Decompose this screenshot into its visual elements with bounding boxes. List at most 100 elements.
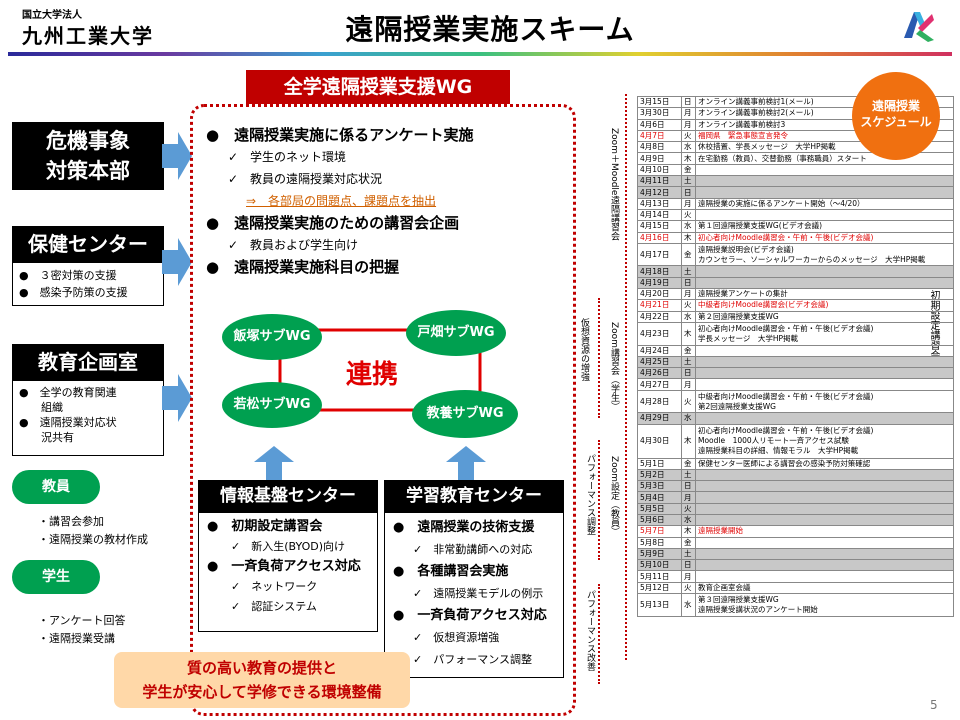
schedule-date: 5月11日 xyxy=(637,570,682,583)
arrow-up-icon xyxy=(254,446,294,480)
education-planning-box: 教育企画室 xyxy=(12,344,164,380)
schedule-weekday: 木 xyxy=(681,525,696,538)
schedule-weekday: 火 xyxy=(681,208,696,222)
schedule-date: 5月7日 xyxy=(637,525,682,538)
crisis-hq-box: 危機事象 対策本部 xyxy=(12,122,164,190)
schedule-weekday: 月 xyxy=(681,570,696,583)
info-item: ✓ ネットワーク xyxy=(231,580,318,593)
schedule-weekday: 火 xyxy=(681,129,696,143)
schedule-row: 5月2日土 xyxy=(637,468,954,482)
schedule-event xyxy=(695,547,954,561)
schedule-event: 第２回遠隔授業支援WG xyxy=(695,310,954,323)
schedule-row: 4月19日日 xyxy=(637,276,954,290)
schedule-weekday: 木 xyxy=(681,423,696,459)
schedule-weekday: 日 xyxy=(681,95,696,109)
schedule-date: 4月18日 xyxy=(637,265,682,278)
wg-activities: ● 遠隔授業実施に係るアンケート実施 ✓ 学生のネット環境 ✓ 教員の遠隔授業対… xyxy=(206,124,566,278)
schedule-date: 4月12日 xyxy=(637,186,682,199)
schedule-date: 5月6日 xyxy=(637,513,682,527)
sub-wg-kyoyo: 教養サブWG xyxy=(412,390,518,438)
schedule-row: 4月23日木初心者向けMoodle講習会・午前・午後(ビデオ会議) 学長メッセー… xyxy=(637,321,954,346)
info-item: ✓ 新入生(BYOD)向け xyxy=(231,540,345,553)
schedule-weekday: 金 xyxy=(681,344,696,357)
schedule-date: 5月4日 xyxy=(637,491,682,504)
schedule-weekday: 土 xyxy=(681,265,696,278)
schedule-row: 4月29日水 xyxy=(637,412,954,425)
schedule-weekday: 土 xyxy=(681,468,696,482)
schedule-weekday: 水 xyxy=(681,593,696,617)
schedule-event: 第３回遠隔授業支援WG 遠隔授業受講状況のアンケート開始 xyxy=(695,593,954,617)
label-performance-improvement: パフォーマンス改善 xyxy=(585,590,595,671)
schedule-date: 4月21日 xyxy=(637,299,682,312)
schedule-weekday: 水 xyxy=(681,412,696,425)
schedule-weekday: 火 xyxy=(681,389,696,414)
schedule-weekday: 土 xyxy=(681,547,696,561)
schedule-row: 5月5日火 xyxy=(637,502,954,515)
schedule-weekday: 日 xyxy=(681,186,696,199)
schedule-event xyxy=(695,276,954,290)
page-number: 5 xyxy=(930,698,938,712)
schedule-event xyxy=(695,468,954,482)
learning-center-items: ● 遠隔授業の技術支援 ✓ 非常勤講師への対応 ● 各種講習会実施 ✓ 遠隔授業… xyxy=(384,512,564,678)
schedule-weekday: 木 xyxy=(681,231,696,244)
wg-dashed-frame xyxy=(190,104,576,716)
schedule-weekday: 火 xyxy=(681,299,696,312)
schedule-date: 5月3日 xyxy=(637,480,682,493)
schedule-date: 4月25日 xyxy=(637,355,682,369)
schedule-date: 4月17日 xyxy=(637,242,682,267)
student-label: 学生 xyxy=(12,560,100,594)
student-items: ・アンケート回答 ・遠隔授業受講 xyxy=(38,612,126,648)
schedule-event: 初心者向けMoodle講習会・午前・午後(ビデオ会議) Moodle 1000人… xyxy=(695,423,954,459)
schedule-weekday: 木 xyxy=(681,152,696,165)
schedule-weekday: 火 xyxy=(681,502,696,515)
schedule-event xyxy=(695,355,954,369)
schedule-date: 4月26日 xyxy=(637,367,682,380)
schedule-weekday: 金 xyxy=(681,242,696,267)
schedule-date: 4月8日 xyxy=(637,141,682,154)
info-item: ● 初期設定講習会 xyxy=(207,519,323,534)
education-planning-items: ● 全学の教育関連 組織 ● 遠隔授業対応状 況共有 xyxy=(12,380,164,456)
schedule-event xyxy=(695,175,954,188)
arrow-right-icon xyxy=(162,238,192,286)
range-marker xyxy=(598,440,601,560)
schedule-date: 5月10日 xyxy=(637,559,682,572)
schedule-weekday: 日 xyxy=(681,559,696,572)
schedule-event: 教育企画室会議 xyxy=(695,581,954,595)
activity-survey-result: ⇒ 各部局の問題点、課題点を抽出 xyxy=(246,194,437,208)
edu-item: ● 全学の教育関連 組織 xyxy=(19,386,117,414)
schedule-event xyxy=(695,163,954,177)
schedule-date: 4月14日 xyxy=(637,208,682,222)
schedule-date: 4月27日 xyxy=(637,378,682,391)
schedule-date: 5月5日 xyxy=(637,502,682,515)
schedule-date: 4月16日 xyxy=(637,231,682,244)
schedule-row: 5月4日月 xyxy=(637,491,954,504)
schedule-date: 4月7日 xyxy=(637,129,682,143)
schedule-event xyxy=(695,412,954,425)
schedule-date: 5月9日 xyxy=(637,547,682,561)
schedule-weekday: 火 xyxy=(681,581,696,595)
schedule-event xyxy=(695,559,954,572)
schedule-date: 4月11日 xyxy=(637,175,682,188)
schedule-row: 5月10日日 xyxy=(637,559,954,572)
schedule-event xyxy=(695,570,954,583)
schedule-event xyxy=(695,208,954,222)
teacher-item: ・講習会参加 xyxy=(38,515,104,528)
schedule-event xyxy=(695,378,954,391)
schedule-date: 3月30日 xyxy=(637,107,682,120)
schedule-date: 5月8日 xyxy=(637,536,682,549)
schedule-row: 4月15日水第１回遠隔授業支援WG(ビデオ会議) xyxy=(637,220,954,233)
student-item: ・遠隔授業受講 xyxy=(38,632,115,645)
activity-courses: ● 遠隔授業実施科目の把握 xyxy=(206,258,400,276)
teacher-items: ・講習会参加 ・遠隔授業の教材作成 xyxy=(38,513,148,549)
schedule-row: 5月7日木遠隔授業開始 xyxy=(637,525,954,538)
schedule-event: 初心者向けMoodle講習会・午前・午後(ビデオ会議) xyxy=(695,231,954,244)
schedule-event: 遠隔授業説明会(ビデオ会議) カウンセラー、ソーシャルワーカーからのメッセージ … xyxy=(695,242,954,267)
student-item: ・アンケート回答 xyxy=(38,614,126,627)
wg-title: 全学遠隔授業支援WG xyxy=(246,70,510,104)
schedule-weekday: 土 xyxy=(681,355,696,369)
schedule-row: 4月22日水第２回遠隔授業支援WG xyxy=(637,310,954,323)
schedule-date: 4月15日 xyxy=(637,220,682,233)
label-zoom-moodle: Zoom＋Moodle遠隔講習会 xyxy=(609,128,619,241)
schedule-event xyxy=(695,367,954,380)
